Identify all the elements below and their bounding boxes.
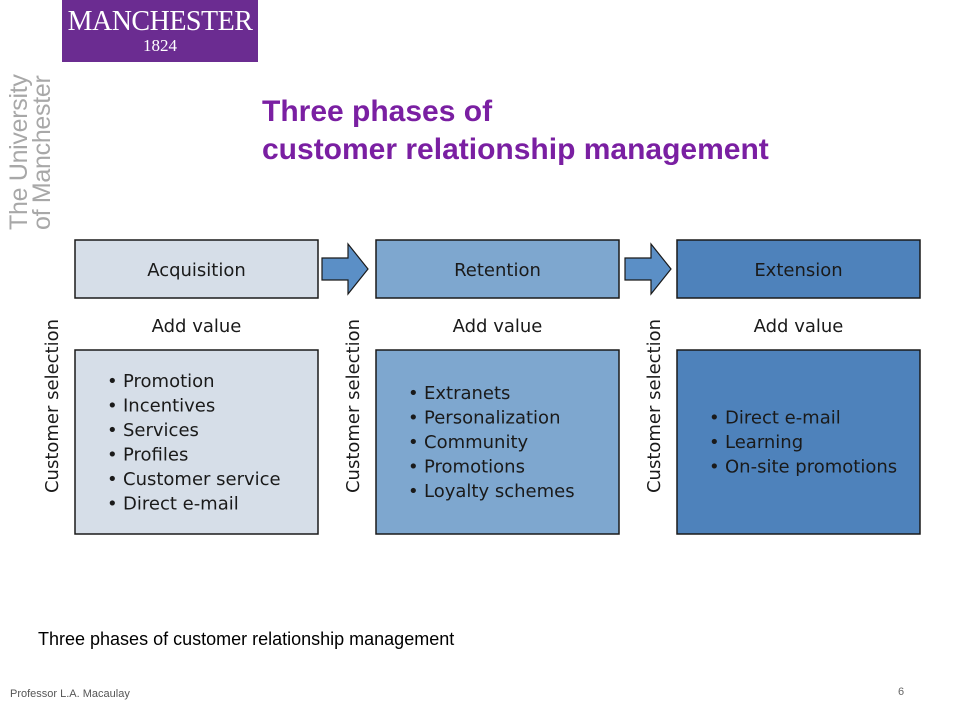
retention-item: Promotions bbox=[424, 457, 525, 478]
slide-title-line-2: customer relationship management bbox=[262, 133, 769, 166]
acquisition-header-label: Acquisition bbox=[147, 260, 246, 281]
acquisition-item: Profiles bbox=[123, 444, 188, 465]
retention-add-value-label: Add value bbox=[453, 316, 543, 337]
footer-author: Professor L.A. Macaulay bbox=[10, 688, 130, 700]
phase-arrow-2 bbox=[624, 242, 672, 296]
acquisition-item: Services bbox=[123, 420, 199, 441]
figure-caption: Three phases of customer relationship ma… bbox=[38, 629, 455, 649]
retention-customer-selection-label: Customer selection bbox=[343, 319, 364, 493]
extension-item: Learning bbox=[725, 432, 803, 453]
acquisition-bullet: • bbox=[107, 395, 118, 416]
retention-bullet: • bbox=[408, 408, 419, 429]
acquisition-items-box bbox=[74, 349, 319, 535]
acquisition-bullet: • bbox=[107, 371, 118, 392]
extension-add-value-label: Add value bbox=[754, 316, 844, 337]
retention-bullet: • bbox=[408, 432, 419, 453]
acquisition-customer-selection-label: Customer selection bbox=[42, 319, 63, 493]
extension-bullet: • bbox=[709, 408, 720, 429]
slide-title: Three phases of customer relationship ma… bbox=[262, 93, 769, 169]
retention-bullet: • bbox=[408, 457, 419, 478]
extension-header-box bbox=[676, 239, 921, 299]
retention-item: Personalization bbox=[424, 408, 560, 429]
retention-item: Community bbox=[424, 432, 529, 453]
retention-header-label: Retention bbox=[454, 260, 541, 281]
acquisition-bullet: • bbox=[107, 420, 118, 441]
extension-bullet: • bbox=[709, 457, 720, 478]
logo-wordmark: MANCHESTER bbox=[67, 6, 253, 37]
retention-item: Extranets bbox=[424, 383, 510, 404]
extension-items-box bbox=[676, 349, 921, 535]
acquisition-item: Promotion bbox=[123, 371, 215, 392]
logo-year: 1824 bbox=[143, 36, 177, 55]
extension-bullet: • bbox=[709, 432, 720, 453]
acquisition-add-value-label: Add value bbox=[152, 316, 242, 337]
extension-header-label: Extension bbox=[754, 260, 842, 281]
extension-item: On-site promotions bbox=[725, 457, 897, 478]
extension-customer-selection-label: Customer selection bbox=[644, 319, 665, 493]
retention-bullet: • bbox=[408, 383, 419, 404]
retention-bullet: • bbox=[408, 481, 419, 502]
phase-arrow-1 bbox=[321, 242, 369, 296]
acquisition-bullet: • bbox=[107, 469, 118, 490]
acquisition-item: Direct e-mail bbox=[123, 493, 239, 514]
retention-items-box bbox=[375, 349, 620, 535]
extension-item: Direct e-mail bbox=[725, 408, 841, 429]
page-number: 6 bbox=[898, 686, 905, 698]
acquisition-item: Customer service bbox=[123, 469, 281, 490]
retention-item: Loyalty schemes bbox=[424, 481, 575, 502]
acquisition-header-box bbox=[74, 239, 319, 299]
slide-title-line-1: Three phases of bbox=[262, 95, 493, 128]
university-logo: MANCHESTER 1824 bbox=[62, 0, 258, 62]
acquisition-bullet: • bbox=[107, 493, 118, 514]
acquisition-bullet: • bbox=[107, 444, 118, 465]
retention-header-box bbox=[375, 239, 620, 299]
acquisition-item: Incentives bbox=[123, 395, 215, 416]
